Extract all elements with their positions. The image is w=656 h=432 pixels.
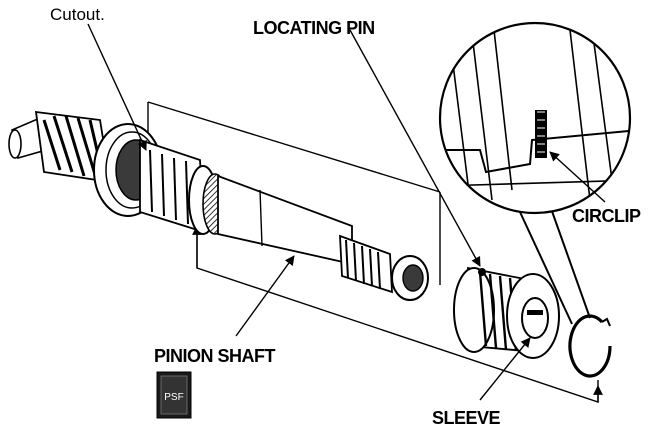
- locating-pin-marker: [478, 268, 486, 276]
- assembly-bracket: [192, 225, 603, 403]
- label-cutout: Cutout.: [50, 5, 105, 24]
- label-sleeve: SLEEVE: [432, 408, 501, 428]
- pinion-shaft: [8, 110, 429, 301]
- magnified-detail: [438, 21, 632, 325]
- circlip: [568, 314, 612, 378]
- psf-badge: PSF: [156, 371, 192, 419]
- label-circlip: CIRCLIP: [572, 206, 641, 226]
- label-pinion-shaft: PINION SHAFT: [154, 346, 276, 366]
- label-locating-pin: LOCATING PIN: [253, 18, 375, 38]
- leader-lines: [87, 23, 606, 401]
- psf-badge-label: PSF: [164, 392, 183, 403]
- sleeve: [453, 266, 560, 359]
